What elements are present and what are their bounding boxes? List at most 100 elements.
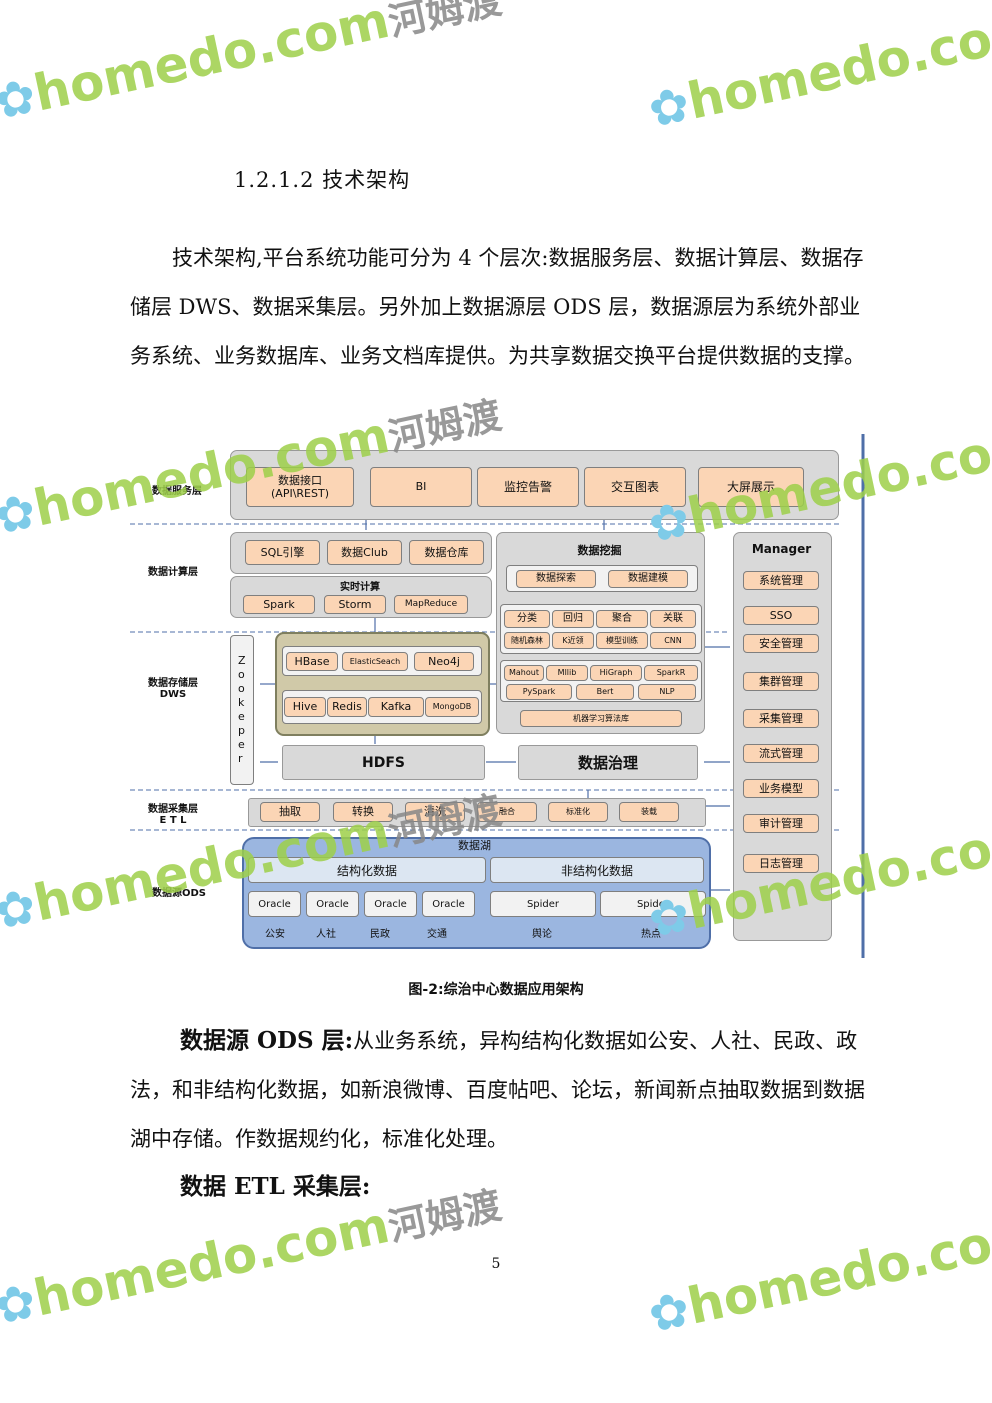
watermark: ✿homedo.com	[643, 1204, 992, 1344]
flower-logo-icon: ✿	[0, 1272, 42, 1336]
redis-box: Redis	[327, 697, 367, 717]
service-chart-box: 交互图表	[584, 467, 686, 507]
etl-paragraph: 数据 ETL 采集层:	[130, 1162, 865, 1212]
hbase-box: HBase	[286, 652, 338, 671]
mgr-log: 日志管理	[743, 854, 819, 873]
lib-higraph: HiGraph	[590, 665, 642, 681]
ods-text: 从业务系统，异构结构化数据如公安、人社、民政、政法，和非结构化数据，如新浪微博、…	[130, 1029, 865, 1151]
architecture-diagram: 数据服务层 数据计算层 数据存储层 DWS 数据采集层 E T L 数据源ODS…	[130, 432, 870, 962]
mongodb-box: MongoDB	[425, 697, 479, 717]
intro-paragraph: 技术架构,平台系统功能可分为 4 个层次:数据服务层、数据计算层、数据存储层 D…	[130, 234, 865, 381]
mgr-sso: SSO	[743, 606, 819, 625]
governance-box: 数据治理	[518, 745, 698, 780]
algo-train: 模型训练	[596, 632, 648, 649]
explore-box: 数据探索	[516, 570, 596, 588]
source-label-3: 民政	[370, 929, 390, 940]
ods-title: 数据源 ODS 层:	[180, 1027, 354, 1054]
etl-standardize: 标准化	[548, 802, 608, 822]
layer-label-compute: 数据计算层	[148, 567, 198, 578]
unstructured-box: 非结构化数据	[490, 857, 704, 883]
ods-paragraph: 数据源 ODS 层:从业务系统，异构结构化数据如公安、人社、民政、政法，和非结构…	[130, 1016, 865, 1164]
algo-cnn: CNN	[650, 632, 696, 649]
kafka-box: Kafka	[368, 697, 424, 717]
source-label-5: 舆论	[532, 929, 552, 940]
mining-title: 数据挖掘	[577, 544, 622, 557]
zookeeper-label: Zookeper	[238, 654, 246, 765]
modeling-box: 数据建模	[608, 570, 688, 588]
source-oracle-2: Oracle	[306, 891, 359, 917]
algo-cluster: 聚合	[596, 610, 648, 628]
flower-logo-icon: ✿	[0, 482, 42, 546]
mgr-audit: 审计管理	[743, 814, 819, 833]
source-label-2: 人社	[316, 929, 336, 940]
etl-clean: 清洗	[405, 802, 465, 822]
service-api-box: 数据接口 (API\REST)	[246, 467, 354, 507]
watermark-en: homedo.com	[28, 0, 395, 123]
watermark: ✿homedo.com河姆渡	[0, 0, 506, 131]
layer-label-source: 数据源ODS	[151, 888, 206, 899]
source-label-4: 交通	[427, 929, 447, 940]
etl-merge: 融合	[477, 802, 537, 822]
manager-panel	[733, 532, 832, 941]
source-oracle-3: Oracle	[364, 891, 417, 917]
elasticsearch-box: ElasticSeach	[342, 652, 408, 671]
service-dashboard-box: 大屏展示	[698, 467, 804, 507]
mgr-security: 安全管理	[743, 634, 819, 653]
mgr-cluster: 集群管理	[743, 672, 819, 691]
hdfs-box: HDFS	[282, 745, 485, 780]
lib-mahout: Mahout	[504, 665, 544, 681]
algo-knn: K近领	[552, 632, 594, 649]
mgr-collect: 采集管理	[743, 709, 819, 728]
flower-logo-icon: ✿	[643, 75, 695, 140]
mgr-business: 业务模型	[743, 779, 819, 798]
mgr-stream: 流式管理	[743, 744, 819, 763]
structured-box: 结构化数据	[248, 857, 486, 883]
algo-classify: 分类	[504, 610, 550, 628]
etl-title: 数据 ETL 采集层:	[180, 1173, 371, 1200]
neo4j-box: Neo4j	[414, 652, 474, 671]
etl-transform: 转换	[333, 802, 393, 822]
algo-assoc: 关联	[650, 610, 696, 628]
mapreduce-box: MapReduce	[394, 595, 468, 614]
section-heading: 1.2.1.2 技术架构	[234, 168, 411, 192]
source-oracle-1: Oracle	[248, 891, 301, 917]
ml-library-box: 机器学习算法库	[520, 710, 682, 727]
page-number: 5	[491, 1256, 501, 1272]
source-oracle-4: Oracle	[422, 891, 475, 917]
figure-caption: 图-2:综治中心数据应用架构	[408, 982, 584, 998]
service-monitor-box: 监控告警	[477, 467, 579, 507]
layer-label-etl: 数据采集层 E T L	[148, 804, 198, 826]
data-warehouse-box: 数据仓库	[409, 540, 484, 565]
storm-box: Storm	[324, 595, 386, 614]
data-club-box: 数据Club	[327, 540, 402, 565]
lib-sparkr: SparkR	[644, 665, 698, 681]
realtime-title: 实时计算	[340, 582, 380, 593]
intro-text: 技术架构,平台系统功能可分为 4 个层次:数据服务层、数据计算层、数据存储层 D…	[130, 246, 865, 368]
source-label-1: 公安	[265, 929, 285, 940]
service-bi-box: BI	[370, 467, 472, 507]
lib-pyspark: PySpark	[506, 684, 572, 700]
source-spider-1: Spider	[490, 891, 596, 917]
hive-box: Hive	[284, 697, 326, 717]
layer-label-storage: 数据存储层 DWS	[148, 678, 198, 700]
flower-logo-icon: ✿	[0, 67, 42, 131]
sql-engine-box: SQL引擎	[245, 540, 320, 565]
watermark-cn: 河姆渡	[384, 0, 506, 45]
lib-bert: Bert	[576, 684, 634, 700]
etl-load: 装载	[619, 802, 679, 822]
watermark: ✿homedo.com	[643, 0, 992, 139]
source-spider-2: Spider	[600, 891, 706, 917]
source-label-6: 热点	[641, 929, 661, 940]
mgr-system: 系统管理	[743, 571, 819, 590]
flower-logo-icon: ✿	[643, 1280, 695, 1345]
algo-regression: 回归	[552, 610, 594, 628]
spark-box: Spark	[243, 595, 315, 614]
layer-label-service: 数据服务层	[152, 486, 202, 497]
etl-extract: 抽取	[260, 802, 320, 822]
algo-rf: 随机森林	[504, 632, 550, 649]
data-lake-title: 数据湖	[458, 839, 491, 852]
lib-mllib: Mllib	[546, 665, 588, 681]
flower-logo-icon: ✿	[0, 877, 42, 941]
lib-nlp: NLP	[638, 684, 696, 700]
watermark-en: homedo.com	[682, 0, 992, 131]
